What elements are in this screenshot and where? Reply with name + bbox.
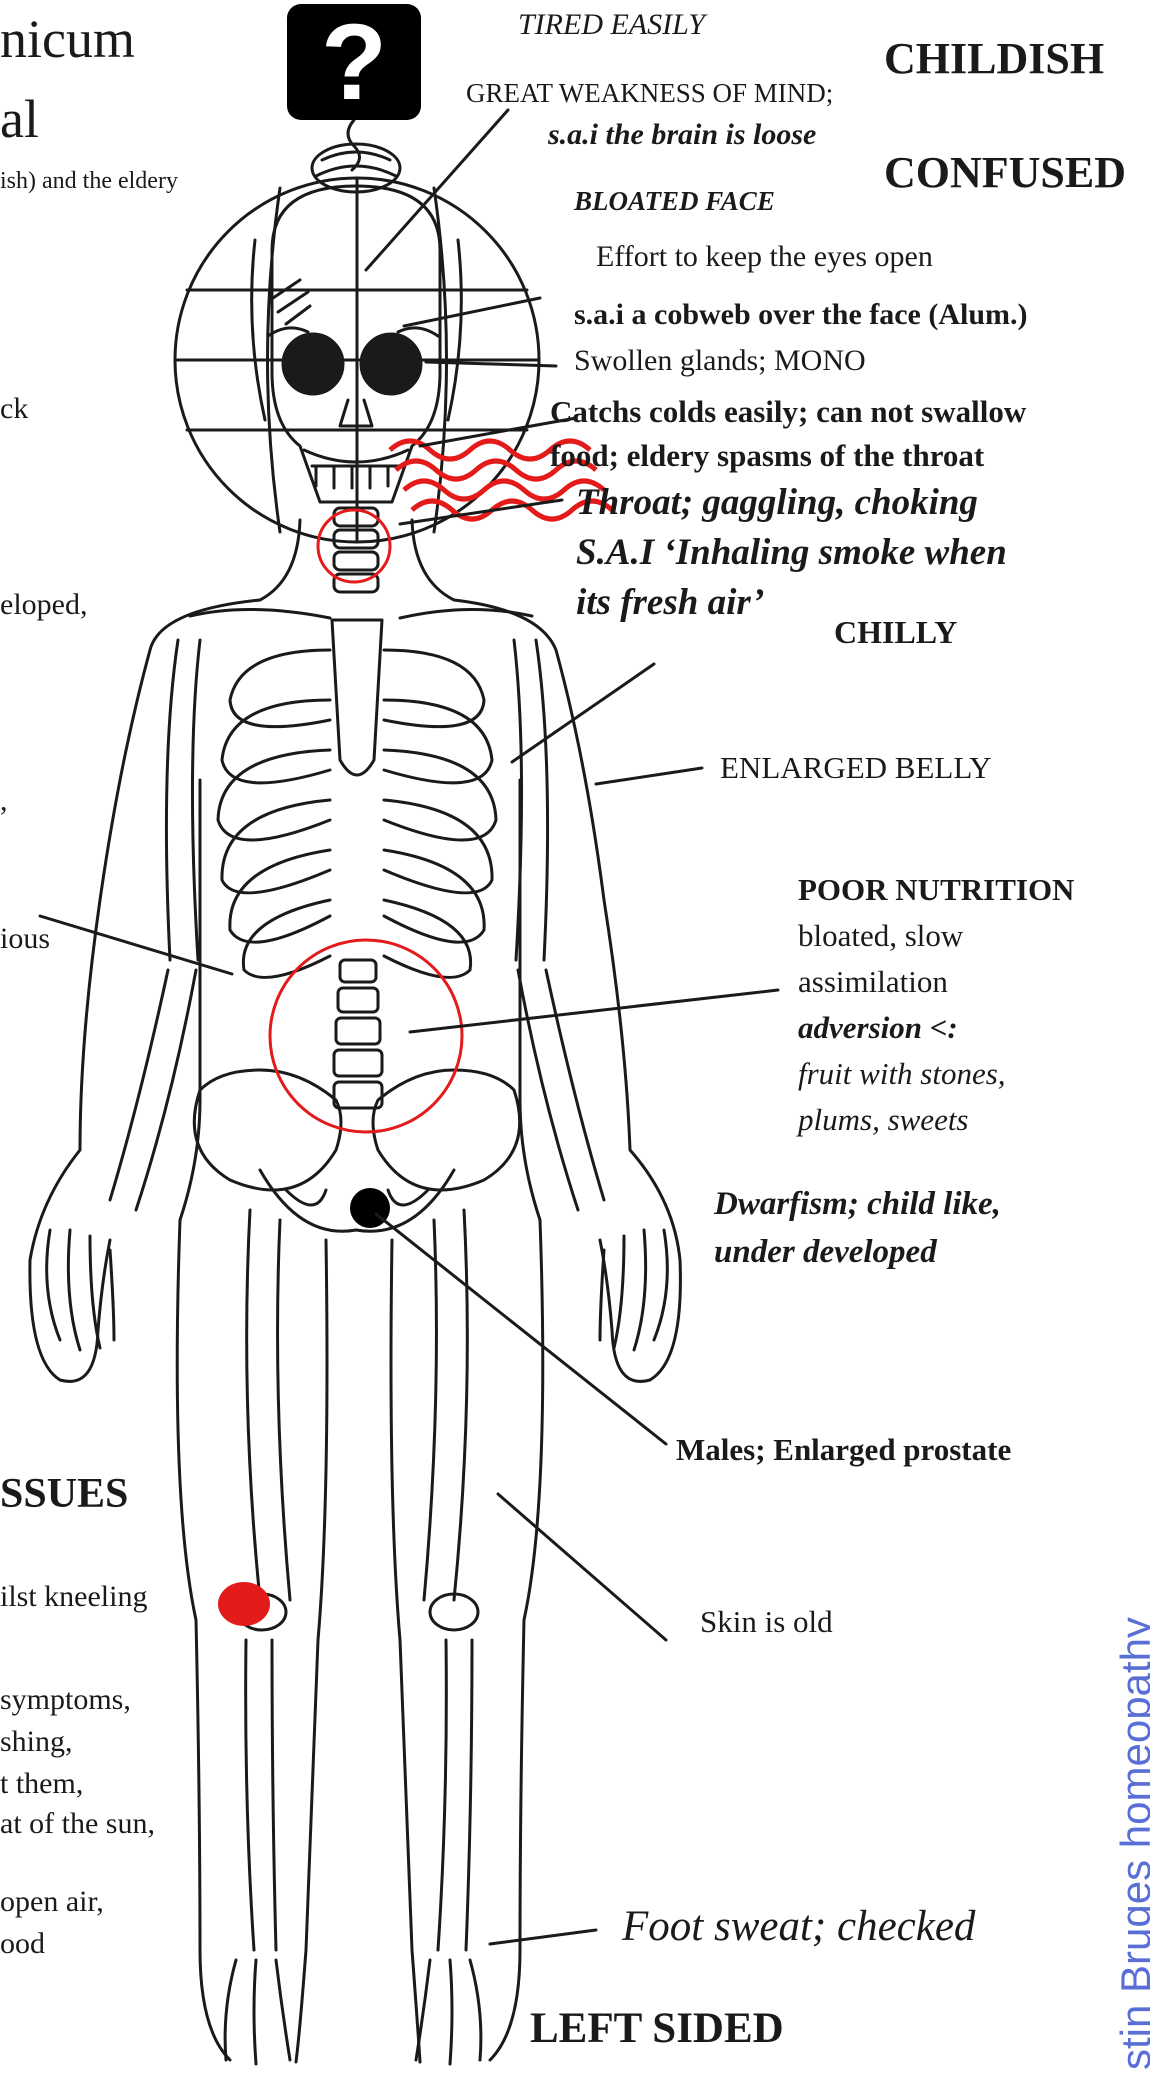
label-childish: CHILDISH	[884, 34, 1104, 85]
label-skin-old: Skin is old	[700, 1604, 833, 1640]
label-dwarfism-1: Dwarfism; child like,	[714, 1186, 1001, 1224]
label-swollen-glands: Swollen glands; MONO	[574, 344, 866, 379]
label-throat-3: its fresh air’	[576, 582, 764, 625]
label-effort-eyes: Effort to keep the eyes open	[596, 240, 933, 275]
label-catch-colds-2: food; eldery spasms of the throat	[550, 438, 984, 474]
label-assimilation: assimilation	[798, 964, 948, 1000]
label-dwarfism-2: under developed	[714, 1234, 937, 1272]
label-enlarged-belly: ENLARGED BELLY	[720, 750, 992, 786]
watermark-text: stin Bruges homeopathy	[1112, 1617, 1150, 2070]
label-fruit-stones: fruit with stones,	[798, 1056, 1006, 1092]
label-bloated-slow: bloated, slow	[798, 918, 963, 954]
label-throat-1: Throat; gaggling, choking	[576, 482, 978, 525]
label-confused: CONFUSED	[884, 148, 1126, 199]
label-catch-colds-1: Catchs colds easily; can not swallow	[550, 394, 1026, 430]
label-plums-sweets: plums, sweets	[798, 1102, 969, 1138]
label-left-sided: LEFT SIDED	[530, 2004, 784, 2053]
label-foot-sweat: Foot sweat; checked	[622, 1902, 975, 1951]
label-enlarged-prostate: Males; Enlarged prostate	[676, 1432, 1011, 1468]
label-throat-2: S.A.I ‘Inhaling smoke when	[576, 532, 1007, 575]
label-adversion: adversion <:	[798, 1010, 958, 1046]
label-great-weakness: GREAT WEAKNESS OF MIND;	[466, 78, 833, 109]
label-poor-nutrition: POOR NUTRITION	[798, 872, 1074, 908]
label-tired-easily: TIRED EASILY	[518, 8, 705, 43]
label-brain-loose: s.a.i the brain is loose	[548, 118, 816, 153]
label-chilly: CHILLY	[834, 614, 957, 651]
label-bloated-face: BLOATED FACE	[574, 186, 775, 217]
question-mark-box: ?	[287, 4, 421, 120]
label-cobweb: s.a.i a cobweb over the face (Alum.)	[574, 298, 1028, 333]
